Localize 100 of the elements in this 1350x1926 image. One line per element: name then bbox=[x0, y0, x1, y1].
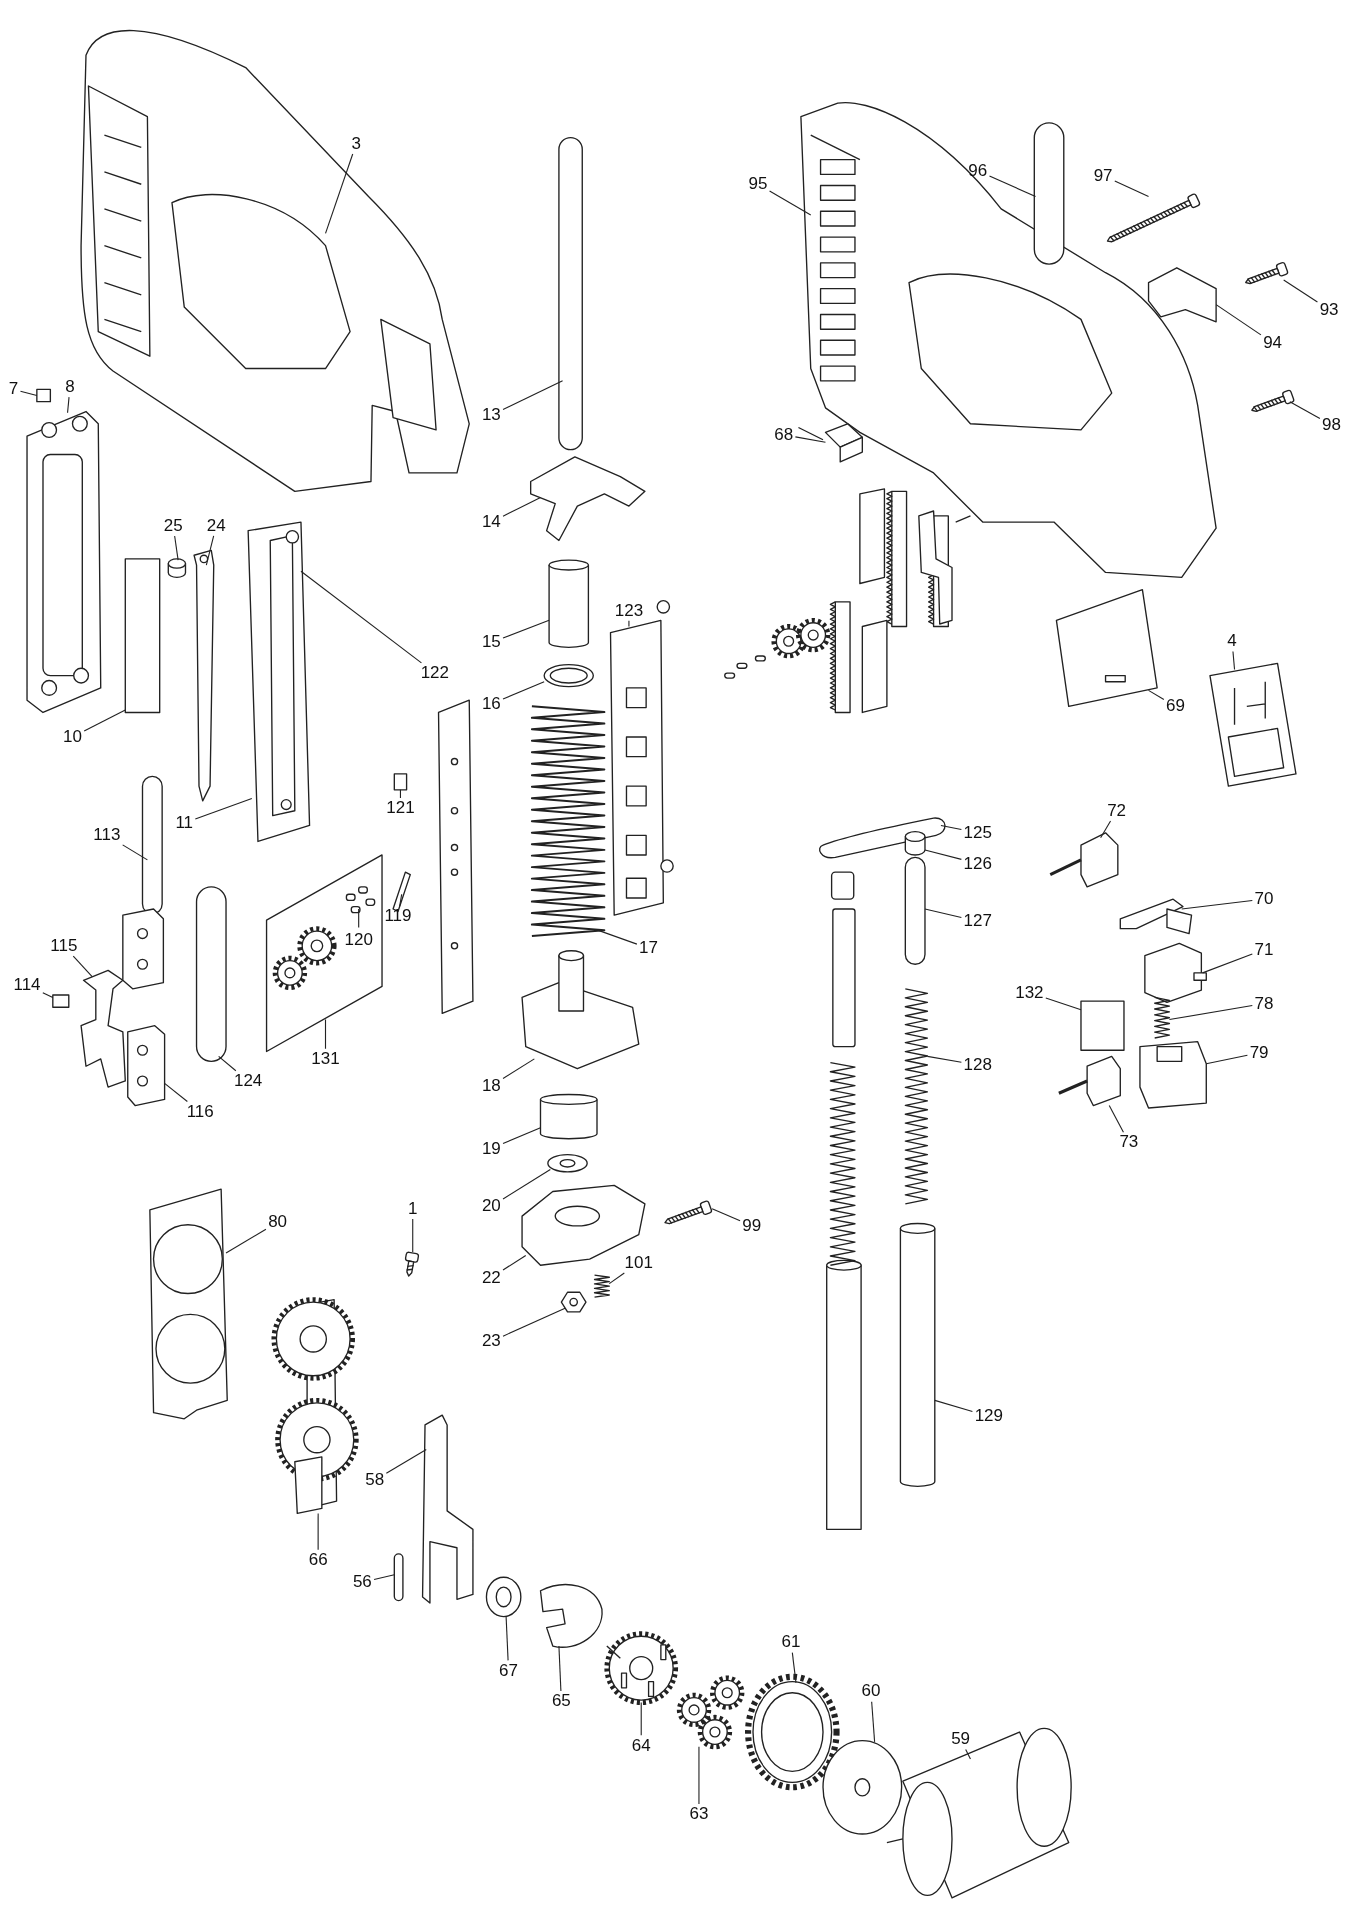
callout-number: 3 bbox=[350, 134, 362, 153]
motor-drawing bbox=[886, 1727, 1072, 1899]
callout-number: 8 bbox=[64, 377, 76, 396]
rack-drawing bbox=[195, 886, 227, 1062]
callout-number: 19 bbox=[480, 1139, 502, 1158]
screw-drawing bbox=[664, 1199, 713, 1225]
callout-number: 122 bbox=[419, 664, 451, 683]
leader-line bbox=[711, 1208, 741, 1222]
callout-number: 95 bbox=[747, 175, 769, 194]
leader-line bbox=[502, 619, 550, 639]
leader-line bbox=[67, 396, 70, 414]
callout-number: 116 bbox=[185, 1102, 215, 1121]
leader-line bbox=[1202, 953, 1253, 974]
gear-drawing bbox=[676, 1675, 745, 1750]
callout-number: 20 bbox=[480, 1197, 502, 1216]
nut-drawing bbox=[167, 558, 187, 578]
spring-drawing bbox=[530, 705, 606, 937]
drive-rod-drawing bbox=[558, 136, 583, 451]
label-plate-drawing bbox=[124, 558, 161, 714]
callout-number: 128 bbox=[962, 1056, 993, 1074]
switch-plate-drawing bbox=[1080, 1000, 1125, 1051]
trigger-drawing bbox=[1119, 898, 1193, 935]
callout-number: 25 bbox=[162, 516, 184, 535]
leader-line bbox=[1215, 304, 1262, 336]
planet-carrier-drawing bbox=[604, 1631, 679, 1705]
callout-number: 61 bbox=[780, 1633, 802, 1652]
callout-number: 80 bbox=[267, 1213, 289, 1232]
cam-drawing bbox=[539, 1583, 603, 1648]
callout-number: 15 bbox=[480, 633, 502, 652]
clip-drawing bbox=[1147, 267, 1217, 323]
callout-number: 11 bbox=[174, 814, 195, 832]
callout-number: 22 bbox=[480, 1268, 502, 1287]
callout-number: 73 bbox=[1118, 1133, 1140, 1152]
callout-number: 99 bbox=[741, 1216, 763, 1235]
leader-line bbox=[596, 929, 638, 945]
callout-number: 78 bbox=[1253, 994, 1275, 1013]
callout-number: 119 bbox=[383, 907, 413, 926]
leader-line bbox=[205, 535, 215, 566]
leader-line bbox=[926, 1055, 962, 1063]
spring-drawing bbox=[1154, 996, 1171, 1039]
leader-line bbox=[373, 1574, 395, 1580]
leader-line bbox=[502, 1254, 527, 1271]
leader-line bbox=[1232, 650, 1236, 671]
callout-number: 114 bbox=[12, 976, 42, 995]
leader-line bbox=[502, 681, 545, 700]
leader-line bbox=[1168, 1005, 1253, 1021]
leader-line bbox=[505, 1616, 509, 1661]
guide-plate-drawing bbox=[247, 521, 311, 843]
washer-drawing bbox=[547, 1154, 588, 1173]
leader-line bbox=[317, 1512, 319, 1551]
leader-line bbox=[399, 893, 403, 907]
leader-line bbox=[1108, 1105, 1124, 1133]
guide-block-drawing bbox=[122, 908, 166, 1107]
leader-line bbox=[300, 570, 422, 664]
leader-line bbox=[1114, 180, 1150, 198]
leader-line bbox=[794, 436, 827, 443]
screw-drawing bbox=[1251, 389, 1296, 413]
switch-drawing bbox=[1058, 1055, 1121, 1107]
leader-line bbox=[194, 797, 253, 820]
cap-drawing bbox=[904, 830, 926, 856]
callout-number: 17 bbox=[638, 939, 660, 958]
guide-plate-drawing bbox=[609, 600, 674, 916]
leader-line bbox=[502, 496, 542, 517]
housing-half-drawing bbox=[80, 29, 470, 493]
callout-number: 79 bbox=[1248, 1043, 1270, 1062]
leader-line bbox=[965, 1749, 971, 1760]
callout-number: 14 bbox=[480, 513, 502, 532]
bracket-drawing bbox=[530, 456, 646, 542]
head-block-drawing bbox=[521, 950, 640, 1070]
callout-number: 24 bbox=[205, 516, 227, 535]
callout-number: 121 bbox=[385, 799, 416, 818]
leader-line bbox=[698, 1746, 700, 1805]
lever-drawing bbox=[421, 1414, 474, 1604]
leader-line bbox=[225, 1228, 267, 1254]
leader-line bbox=[502, 380, 564, 411]
callout-number: 72 bbox=[1106, 801, 1128, 820]
callout-number: 113 bbox=[92, 826, 122, 845]
leader-line bbox=[791, 1652, 797, 1684]
housing-half-drawing bbox=[800, 101, 1217, 578]
callout-number: 131 bbox=[310, 1049, 341, 1068]
leader-line bbox=[871, 1701, 876, 1743]
switch-drawing bbox=[1049, 832, 1119, 888]
callout-number: 125 bbox=[962, 823, 993, 842]
leader-line bbox=[412, 1218, 414, 1253]
cover-cap-drawing bbox=[1055, 588, 1158, 707]
leader-line bbox=[42, 992, 54, 998]
screw-drawing bbox=[36, 388, 52, 403]
leader-line bbox=[399, 789, 401, 799]
callout-number: 132 bbox=[1014, 983, 1045, 1002]
leader-line bbox=[174, 535, 179, 561]
callout-number: 66 bbox=[307, 1551, 329, 1570]
nut-drawing bbox=[560, 1291, 587, 1313]
leader-line bbox=[324, 153, 354, 234]
leader-line bbox=[164, 1082, 188, 1102]
callout-number: 67 bbox=[498, 1661, 519, 1680]
callout-number: 96 bbox=[967, 161, 989, 180]
spring-drawing bbox=[593, 1274, 610, 1298]
leader-line bbox=[940, 824, 962, 831]
leader-line bbox=[72, 955, 93, 978]
gear-plate-drawing bbox=[271, 1297, 359, 1515]
